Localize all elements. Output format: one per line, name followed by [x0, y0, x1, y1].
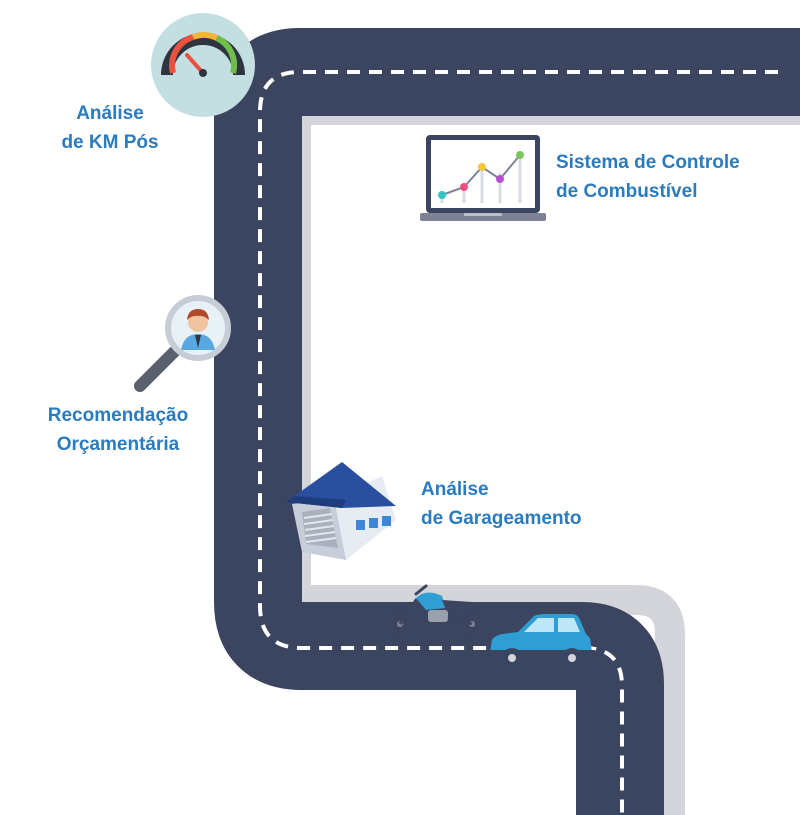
- label-km-analysis: Análise de KM Pós: [40, 99, 180, 157]
- label-fuel-control: Sistema de Controle de Combustível: [556, 148, 786, 206]
- label-garage-analysis: Análise de Garageamento: [421, 475, 641, 533]
- label-fuel-line2: de Combustível: [556, 181, 698, 202]
- garage-house-icon: [286, 462, 396, 560]
- magnifier-person-icon: [134, 295, 231, 392]
- label-fuel-line1: Sistema de Controle: [556, 152, 740, 173]
- speedometer-icon: [151, 13, 255, 117]
- label-budget-recommendation: Recomendação Orçamentária: [30, 401, 206, 459]
- label-budget-line2: Orçamentária: [56, 434, 180, 455]
- label-garage-line2: de Garageamento: [421, 508, 582, 529]
- label-budget-line1: Recomendação: [47, 405, 189, 426]
- road-shoulder: [281, 95, 800, 815]
- label-km-line1: Análise: [76, 103, 144, 124]
- label-km-line2: de KM Pós: [61, 132, 159, 153]
- motorcycle-icon: [385, 584, 487, 639]
- car-icon: [488, 614, 596, 668]
- lane-marking: [258, 70, 778, 815]
- label-garage-line1: Análise: [421, 479, 489, 500]
- laptop-chart-icon: [420, 135, 546, 221]
